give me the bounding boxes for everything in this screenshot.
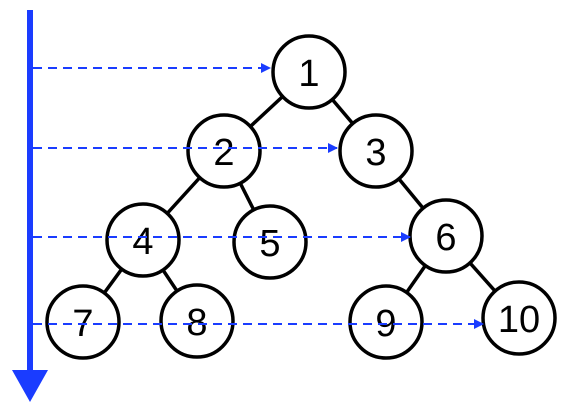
tree-node-5: 5 bbox=[232, 204, 308, 280]
node-label: 4 bbox=[132, 221, 153, 263]
node-label: 1 bbox=[298, 53, 319, 95]
node-circle bbox=[159, 283, 235, 359]
node-circle bbox=[232, 204, 308, 280]
tree-node-1: 1 bbox=[271, 34, 347, 110]
node-circle bbox=[45, 284, 121, 360]
node-circle bbox=[186, 113, 262, 189]
tree-node-7: 7 bbox=[45, 284, 121, 360]
node-circle bbox=[348, 284, 424, 360]
tree-node-10: 10 bbox=[481, 280, 557, 356]
node-circle bbox=[271, 34, 347, 110]
node-circle bbox=[338, 113, 414, 189]
tree-node-3: 3 bbox=[338, 113, 414, 189]
node-label: 10 bbox=[498, 299, 540, 341]
tree-node-6: 6 bbox=[408, 198, 484, 274]
edges-layer bbox=[81, 70, 521, 324]
node-label: 2 bbox=[213, 132, 234, 174]
level-arrows-layer bbox=[33, 63, 484, 329]
level-axis-arrowhead-icon bbox=[12, 370, 48, 402]
node-circle bbox=[105, 202, 181, 278]
tree-node-4: 4 bbox=[105, 202, 181, 278]
tree-node-9: 9 bbox=[348, 284, 424, 360]
tree-node-2: 2 bbox=[186, 113, 262, 189]
node-label: 3 bbox=[365, 132, 386, 174]
nodes-layer: 1 2 3 4 5 6 7 8 9 10 bbox=[45, 34, 557, 360]
node-label: 8 bbox=[186, 302, 207, 344]
node-circle bbox=[481, 280, 557, 356]
node-label: 5 bbox=[259, 223, 280, 265]
tree-node-8: 8 bbox=[159, 283, 235, 359]
node-label: 6 bbox=[435, 217, 456, 259]
